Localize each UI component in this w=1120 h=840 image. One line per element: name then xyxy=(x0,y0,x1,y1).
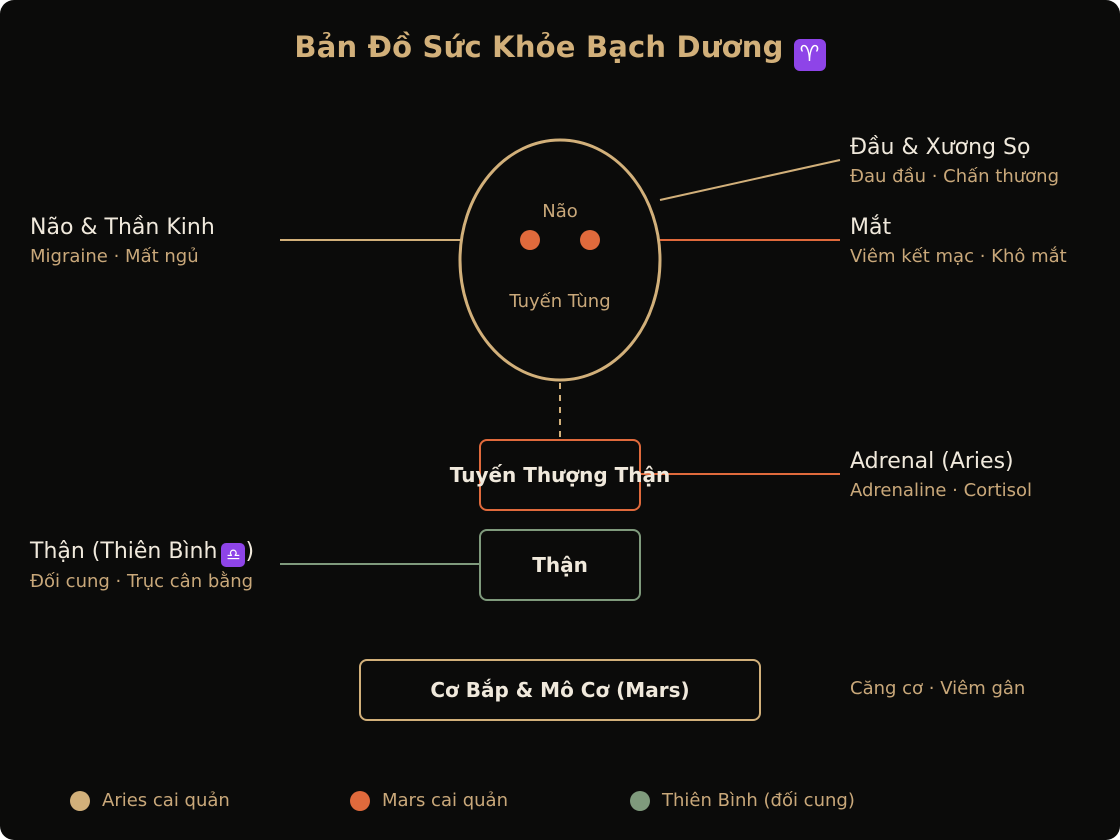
legend-aries: Aries cai quản xyxy=(70,790,230,811)
callout-adrenal-title: Adrenal (Aries) xyxy=(850,449,1014,474)
legend-libra-label: Thiên Bình (đối cung) xyxy=(662,790,855,811)
right-eye-icon xyxy=(580,230,600,250)
legend-libra: Thiên Bình (đối cung) xyxy=(630,790,855,811)
callout-head-skull: Đầu & Xương Sọ Đau đầu · Chấn thương xyxy=(850,134,1059,190)
callout-kidney-title: Thận (Thiên Bình♎) xyxy=(30,538,254,567)
aries-symbol-icon: ♈ xyxy=(793,39,826,71)
libra-symbol-icon: ♎ xyxy=(221,543,246,567)
callout-kidney-sub: Đối cung · Trục cân bằng xyxy=(30,571,254,592)
callout-kidney-title-end: ) xyxy=(245,539,255,564)
legend-mars-label: Mars cai quản xyxy=(382,790,508,811)
callout-kidney: Thận (Thiên Bình♎) Đối cung · Trục cân b… xyxy=(30,538,254,595)
legend-mars-swatch xyxy=(350,790,370,811)
legend-libra-swatch xyxy=(630,790,650,811)
legend-aries-label: Aries cai quản xyxy=(102,790,230,811)
callout-eyes-title: Mắt xyxy=(850,215,892,240)
kidney-box: Thận xyxy=(479,529,641,601)
muscle-box: Cơ Bắp & Mô Cơ (Mars) xyxy=(359,659,761,721)
callout-brain-nerves: Não & Thần Kinh Migraine · Mất ngủ xyxy=(30,214,215,270)
callout-brain-nerves-title: Não & Thần Kinh xyxy=(30,215,215,240)
left-eye-icon xyxy=(520,230,540,250)
page-title: Bản Đồ Sức Khỏe Bạch Dương ♈ xyxy=(0,30,1120,71)
legend-aries-swatch xyxy=(70,790,90,811)
callout-brain-nerves-sub: Migraine · Mất ngủ xyxy=(30,246,199,267)
legend-mars: Mars cai quản xyxy=(350,790,508,811)
brain-label: Não xyxy=(542,201,578,222)
page-title-text: Bản Đồ Sức Khỏe Bạch Dương xyxy=(294,30,784,64)
callout-head-skull-sub: Đau đầu · Chấn thương xyxy=(850,166,1059,187)
callout-adrenal-sub: Adrenaline · Cortisol xyxy=(850,480,1033,501)
callout-muscle-sub: Căng cơ · Viêm gân xyxy=(850,678,1026,699)
kidney-box-label: Thận xyxy=(532,553,588,577)
callout-kidney-title-text: Thận (Thiên Bình xyxy=(30,539,218,564)
adrenal-box-label: Tuyến Thượng Thận xyxy=(449,463,671,487)
callout-muscle: Căng cơ · Viêm gân xyxy=(850,676,1025,702)
adrenal-box: Tuyến Thượng Thận xyxy=(450,439,670,511)
callout-eyes: Mắt Viêm kết mạc · Khô mắt xyxy=(850,214,1067,270)
callout-adrenal: Adrenal (Aries) Adrenaline · Cortisol xyxy=(850,448,1032,504)
muscle-box-label: Cơ Bắp & Mô Cơ (Mars) xyxy=(430,678,690,702)
head-outline xyxy=(458,138,662,382)
callout-eyes-sub: Viêm kết mạc · Khô mắt xyxy=(850,246,1067,267)
pineal-label: Tuyến Tùng xyxy=(509,291,611,312)
callout-head-skull-title: Đầu & Xương Sọ xyxy=(850,135,1031,160)
connector-head-skull xyxy=(659,159,841,201)
